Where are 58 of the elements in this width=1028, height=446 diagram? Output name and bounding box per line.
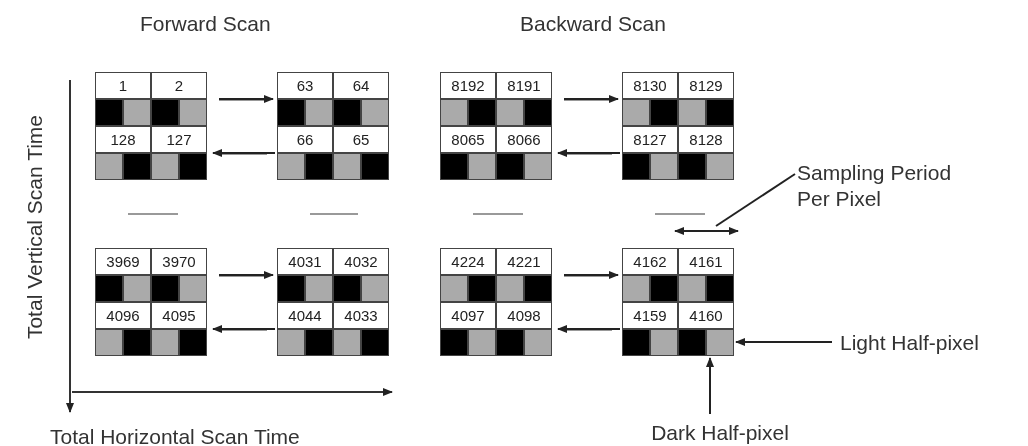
pixel-number: 4044 bbox=[277, 302, 333, 329]
pixel-number: 8130 bbox=[622, 72, 678, 99]
arrow bbox=[706, 357, 714, 415]
pixel-number: 3969 bbox=[95, 248, 151, 275]
pixel-number: 4224 bbox=[440, 248, 496, 275]
arrow bbox=[218, 95, 274, 103]
pixel-number: 4221 bbox=[496, 248, 552, 275]
callout-text: Dark Half-pixel bbox=[620, 420, 820, 446]
pixel-number: 4159 bbox=[622, 302, 678, 329]
pixel-number: 3970 bbox=[151, 248, 207, 275]
axis-label: Total Horizontal Scan Time bbox=[50, 425, 300, 446]
pixel-number: 4096 bbox=[95, 302, 151, 329]
pixel-number: 4033 bbox=[333, 302, 389, 329]
arrow bbox=[212, 325, 276, 333]
pixel-number: 66 bbox=[277, 126, 333, 153]
pixel-number: 8192 bbox=[440, 72, 496, 99]
pixel-number: 4161 bbox=[678, 248, 734, 275]
pixel-number: 64 bbox=[333, 72, 389, 99]
arrow bbox=[735, 338, 833, 346]
pixel-number: 1 bbox=[95, 72, 151, 99]
pixel-grid bbox=[440, 248, 552, 356]
pixel-number: 8127 bbox=[622, 126, 678, 153]
pixel-grid bbox=[277, 72, 389, 180]
pixel-grid bbox=[95, 248, 207, 356]
pixel-number: 2 bbox=[151, 72, 207, 99]
pixel-number: 8191 bbox=[496, 72, 552, 99]
arrow bbox=[218, 271, 274, 279]
callout-text: Light Half-pixel bbox=[840, 330, 1028, 356]
pixel-grid bbox=[622, 72, 734, 180]
arrow bbox=[563, 95, 619, 103]
pixel-number: 4031 bbox=[277, 248, 333, 275]
pixel-number: 8066 bbox=[496, 126, 552, 153]
pixel-grid bbox=[95, 72, 207, 180]
pixel-grid bbox=[440, 72, 552, 180]
arrow bbox=[557, 149, 621, 157]
pixel-number: 65 bbox=[333, 126, 389, 153]
pixel-number: 4098 bbox=[496, 302, 552, 329]
pixel-grid bbox=[622, 248, 734, 356]
pixel-number: 8065 bbox=[440, 126, 496, 153]
pixel-number: 127 bbox=[151, 126, 207, 153]
pixel-number: 4160 bbox=[678, 302, 734, 329]
column-heading: Backward Scan bbox=[520, 12, 666, 36]
column-heading: Forward Scan bbox=[140, 12, 271, 36]
arrow bbox=[563, 271, 619, 279]
pixel-number: 8128 bbox=[678, 126, 734, 153]
pixel-number: 128 bbox=[95, 126, 151, 153]
axis-label: Total Vertical Scan Time bbox=[23, 113, 47, 342]
pixel-number: 4032 bbox=[333, 248, 389, 275]
pixel-number: 4095 bbox=[151, 302, 207, 329]
pixel-number: 8129 bbox=[678, 72, 734, 99]
arrow bbox=[557, 325, 621, 333]
leader-line bbox=[715, 173, 796, 227]
pixel-number: 63 bbox=[277, 72, 333, 99]
pixel-grid bbox=[277, 248, 389, 356]
pixel-number: 4097 bbox=[440, 302, 496, 329]
pixel-number: 4162 bbox=[622, 248, 678, 275]
arrow bbox=[212, 149, 276, 157]
callout-text: Sampling Period Per Pixel bbox=[797, 160, 987, 212]
